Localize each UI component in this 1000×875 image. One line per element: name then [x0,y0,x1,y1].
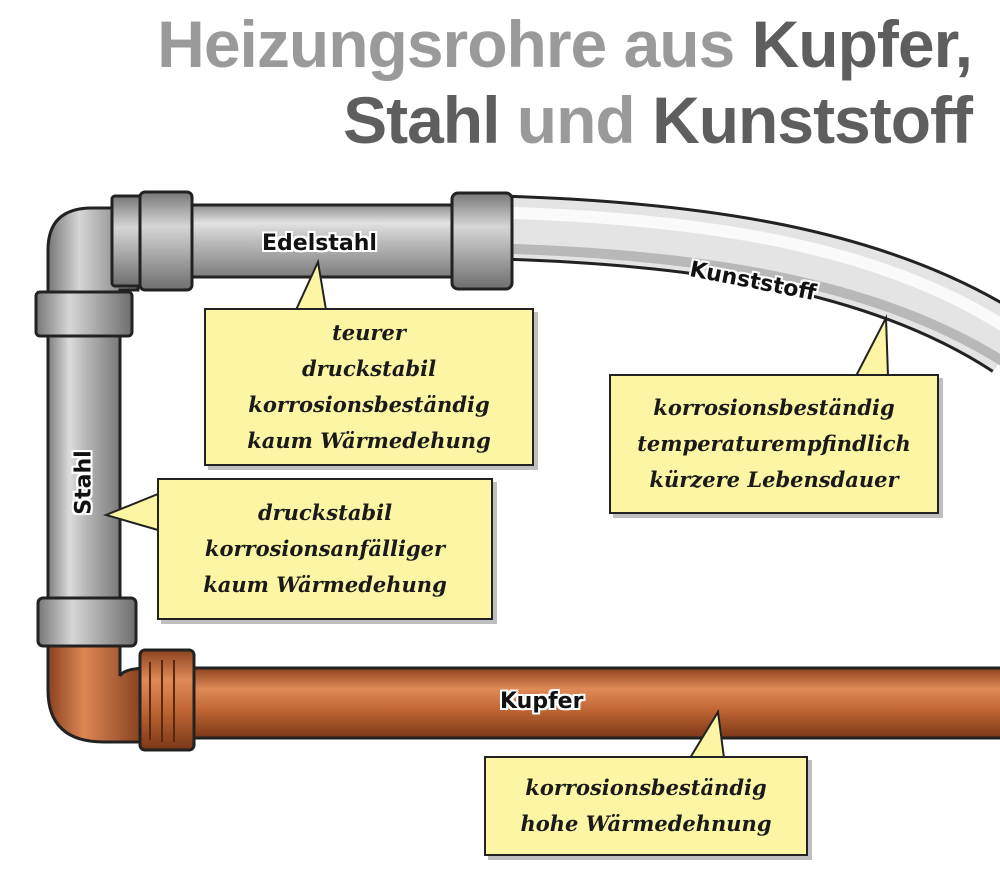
edelstahl-properties-bubble: teurer druckstabil korrosionsbeständig k… [204,308,534,466]
edelstahl-property: korrosionsbeständig [248,392,490,417]
stahl-label: Stahl [71,450,97,515]
title-kunststoff: Kunststoff [652,83,973,157]
page-title-line-1: Heizungsrohre aus Kupfer, [157,6,973,82]
stahl-pipe [46,298,122,622]
kunststoff-pipe [479,194,1000,373]
page-title-line-2: Stahl und Kunststoff [343,82,973,158]
stahl-property: druckstabil [257,500,393,525]
kunststoff-properties-bubble: korrosionsbeständig temperaturempfindlic… [609,374,939,514]
kunststoff-property: kürzere Lebensdauer [649,467,899,492]
kunststoff-bubble-pointer [854,314,890,377]
kupfer-label: Kupfer [500,689,584,714]
edelstahl-label: Edelstahl [262,231,377,256]
kunststoff-property: korrosionsbeständig [653,395,895,420]
copper-elbow-fitting [46,644,196,752]
kupfer-properties-bubble: korrosionsbeständig hohe Wärmedehnung [484,756,808,856]
stahl-properties-bubble: druckstabil korrosionsanfälliger kaum Wä… [157,478,493,620]
edelstahl-left-fitting [138,190,194,292]
upper-elbow-fitting [34,194,144,338]
kupfer-property: hohe Wärmedehnung [520,811,772,836]
kupfer-pipe [168,666,1000,740]
title-kupfer: Kupfer, [751,7,973,81]
steel-copper-fitting [36,596,138,648]
title-stahl: Stahl [343,83,500,157]
stahl-property: kaum Wärmedehung [203,572,447,597]
edelstahl-property: teurer [332,320,406,345]
title-light-text: Heizungsrohre aus [157,7,752,81]
kunststoff-property: temperaturempfindlich [637,431,911,456]
edelstahl-right-fitting [450,191,514,291]
kupfer-property: korrosionsbeständig [525,775,767,800]
edelstahl-property: druckstabil [301,356,437,381]
edelstahl-property: kaum Wärmedehung [247,428,491,453]
title-und: und [499,83,653,157]
stahl-property: korrosionsanfälliger [204,536,446,561]
